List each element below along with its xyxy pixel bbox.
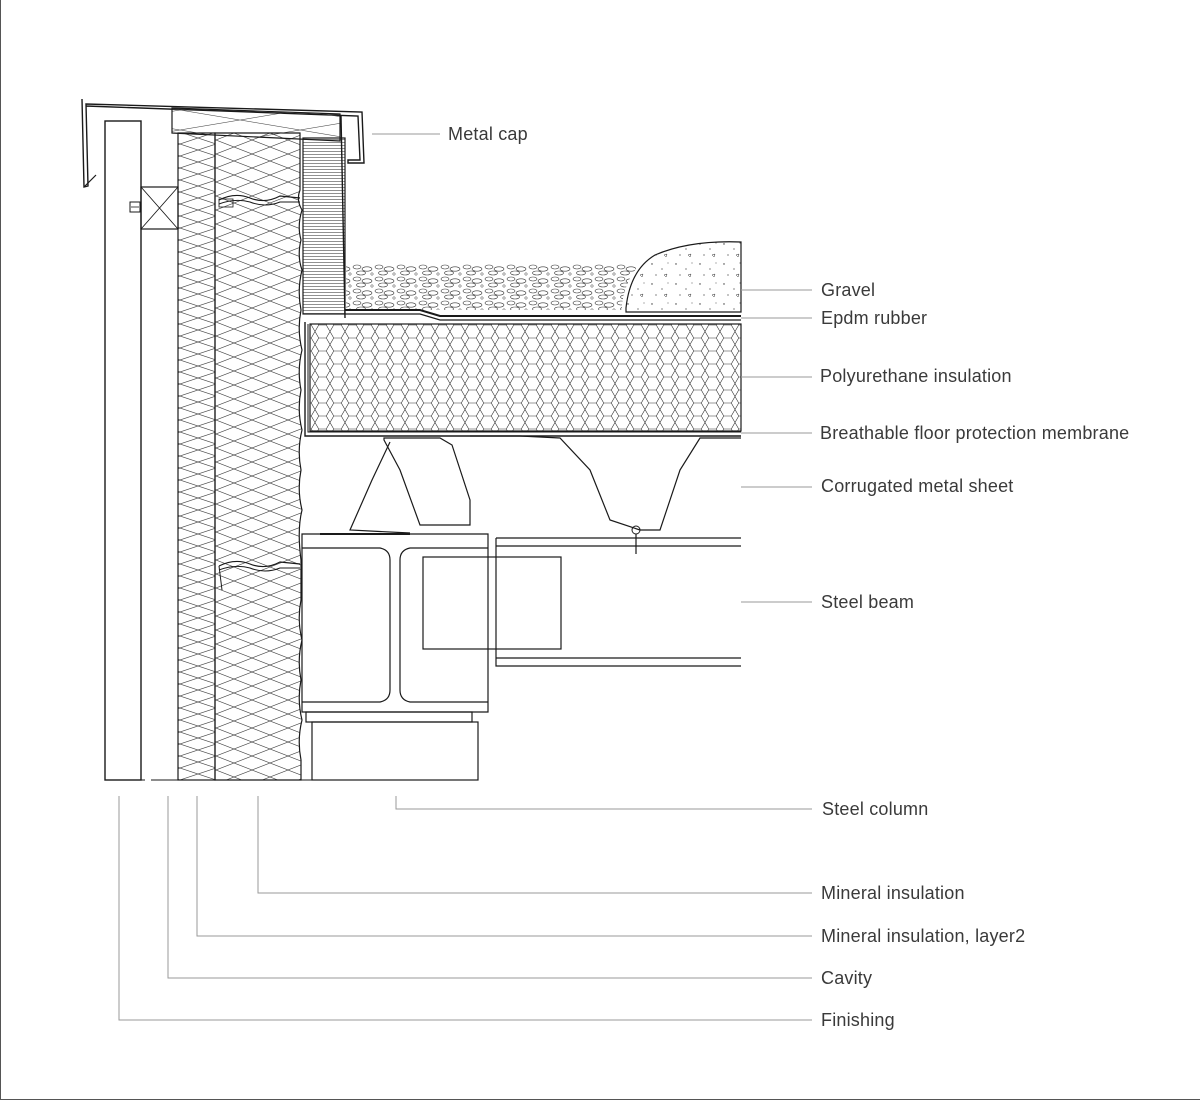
label-cavity: Cavity [821,968,873,988]
leader-lines [118,133,812,1021]
label-breathable-membrane: Breathable floor protection membrane [820,423,1130,443]
steel-beam [422,537,741,667]
polyurethane-insulation [309,323,742,432]
metal-cap [81,98,365,319]
leader-finishing [118,796,812,1021]
label-mineral-insulation: Mineral insulation [821,883,965,903]
breathable-membrane [304,322,741,437]
label-corrugated-metal-sheet: Corrugated metal sheet [821,476,1014,496]
finishing-panel [104,120,142,781]
cavity-batten [129,186,179,230]
parapet-upstand [302,137,346,315]
label-mineral-insulation-layer2: Mineral insulation, layer2 [821,926,1026,946]
gravel [346,241,742,313]
leader-mineral-insulation-2 [196,796,812,937]
mineral-insulation-layer2 [177,132,216,781]
label-metal-cap: Metal cap [448,124,528,144]
label-polyurethane-insulation: Polyurethane insulation [820,366,1012,386]
steel-column [301,533,489,781]
epdm-rubber [345,309,741,321]
leader-mineral-insulation [257,796,812,894]
label-finishing: Finishing [821,1010,895,1030]
label-steel-beam: Steel beam [821,592,915,612]
label-steel-column: Steel column [822,799,929,819]
leader-cavity [167,796,812,979]
mineral-insulation [214,132,303,781]
label-gravel: Gravel [821,280,876,300]
corrugated-metal-sheet [349,435,741,554]
leader-steel-column [395,796,812,810]
label-epdm-rubber: Epdm rubber [821,308,928,328]
